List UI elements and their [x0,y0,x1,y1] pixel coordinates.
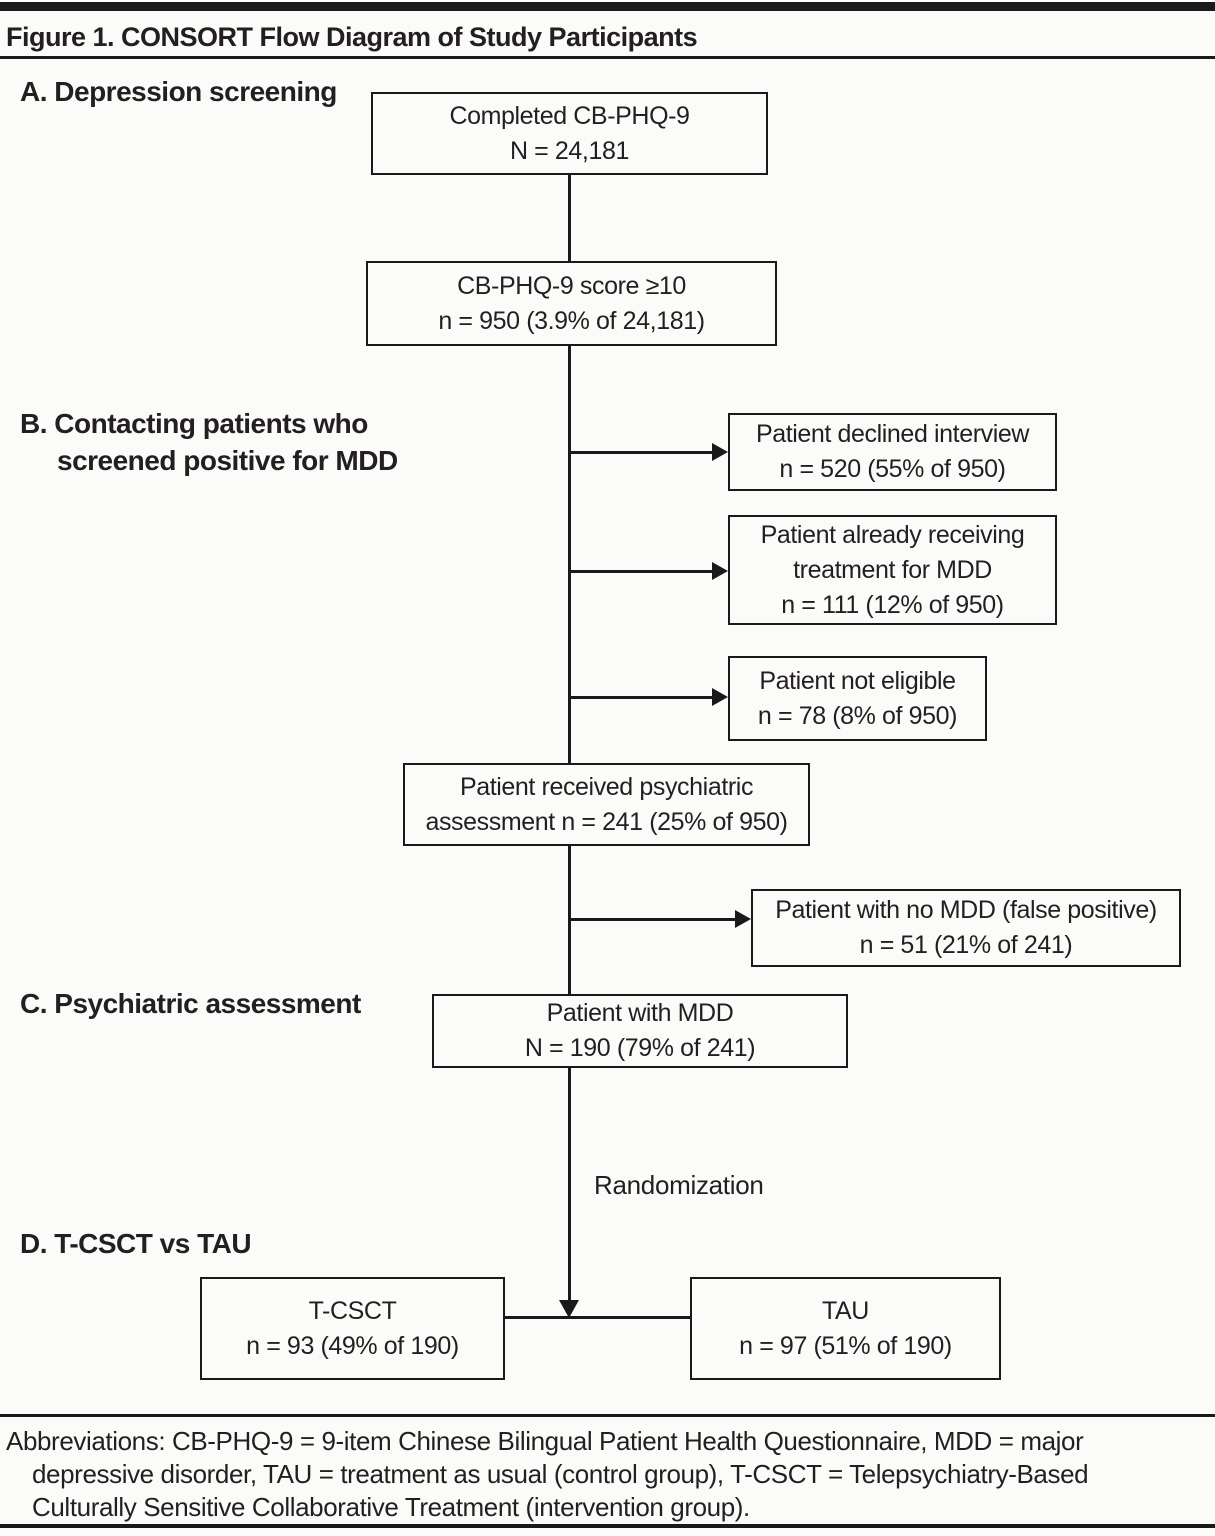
figure-title: Figure 1. CONSORT Flow Diagram of Study … [6,22,698,52]
node-already-treated-line2: treatment for MDD [793,555,992,584]
node-tau-line2: n = 97 (51% of 190) [739,1331,952,1360]
arrow-already-treated-line [570,570,712,573]
node-score-ge10: CB-PHQ-9 score ≥10 n = 950 (3.9% of 24,1… [366,261,777,346]
section-d-label: D. T-CSCT vs TAU [20,1228,252,1259]
node-mdd-line2: N = 190 (79% of 241) [524,1034,756,1062]
node-completed-line2: N = 24,181 [509,136,629,165]
node-mdd-line1: Patient with MDD [546,999,734,1027]
node-tcsct-line2: n = 93 (49% of 190) [246,1331,459,1360]
top-rule [0,2,1215,11]
section-b-label-line1: B. Contacting patients who [20,408,368,439]
node-completed-line1: Completed CB-PHQ-9 [449,101,690,130]
section-a-label: A. Depression screening [20,76,337,107]
node-score-line1: CB-PHQ-9 score ≥10 [457,271,686,300]
footer-bottom-rule [0,1524,1215,1528]
section-c-label: C. Psychiatric assessment [20,988,361,1019]
randomization-arrowhead-icon [559,1300,579,1318]
connector-score-to-assessment [568,346,571,763]
connector-completed-to-score [568,175,571,261]
abbreviations-line1: Abbreviations: CB-PHQ-9 = 9-item Chinese… [6,1426,1084,1456]
arrow-declined-line [570,451,712,454]
node-declined-line2: n = 520 (55% of 950) [779,455,1006,483]
node-psychiatric-assessment: Patient received psychiatric assessment … [403,763,810,846]
node-not-eligible-line1: Patient not eligible [759,666,956,695]
node-declined-line1: Patient declined interview [755,420,1030,448]
abbreviations-line2: depressive disorder, TAU = treatment as … [32,1459,1089,1489]
node-already-treated-line3: n = 111 (12% of 950) [781,590,1004,619]
node-not-eligible-line2: n = 78 (8% of 950) [757,701,958,730]
node-false-positive: Patient with no MDD (false positive) n =… [751,889,1181,967]
node-tau-line1: TAU [822,1296,869,1325]
connector-randomization-line [568,1068,571,1302]
node-tcsct: T-CSCT n = 93 (49% of 190) [200,1277,505,1380]
abbreviations-line3: Culturally Sensitive Collaborative Treat… [32,1492,750,1522]
arrow-declined-head-icon [712,443,728,461]
title-rule [0,56,1215,59]
node-already-treated-line1: Patient already receiving [760,520,1025,549]
node-score-line2: n = 950 (3.9% of 24,181) [438,306,705,335]
node-patient-with-mdd: Patient with MDD N = 190 (79% of 241) [432,994,848,1068]
arrow-not-eligible-head-icon [712,688,728,706]
node-false-positive-line2: n = 51 (21% of 241) [859,931,1073,959]
node-not-eligible: Patient not eligible n = 78 (8% of 950) [728,656,987,741]
node-assessment-line2: assessment n = 241 (25% of 950) [425,807,788,836]
connector-tcsct-tau [505,1316,690,1319]
node-assessment-line1: Patient received psychiatric [459,772,754,801]
arrow-false-positive-line [570,918,735,921]
section-b-label-line2: screened positive for MDD [57,445,398,476]
node-tau: TAU n = 97 (51% of 190) [690,1277,1001,1380]
randomization-label: Randomization [594,1170,764,1200]
node-completed-cbphq9: Completed CB-PHQ-9 N = 24,181 [371,92,768,175]
node-tcsct-line1: T-CSCT [308,1296,397,1325]
footer-top-rule [0,1414,1215,1417]
node-false-positive-line1: Patient with no MDD (false positive) [775,896,1157,924]
arrow-false-positive-head-icon [735,910,751,928]
connector-assessment-to-mdd [568,846,571,994]
node-already-treated: Patient already receiving treatment for … [728,515,1057,625]
arrow-already-treated-head-icon [712,562,728,580]
node-declined-interview: Patient declined interview n = 520 (55% … [728,413,1057,491]
arrow-not-eligible-line [570,696,712,699]
